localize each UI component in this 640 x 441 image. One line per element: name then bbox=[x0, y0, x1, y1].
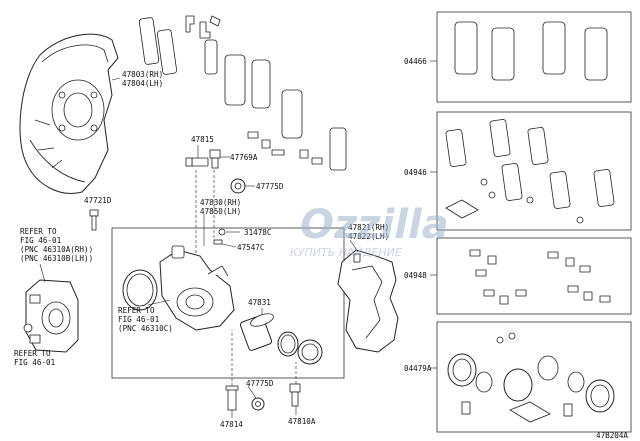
label-47547C: 47547C bbox=[237, 243, 264, 252]
dust-cap-31478C[interactable] bbox=[218, 228, 226, 236]
kit-box-04466 bbox=[436, 11, 632, 103]
label-kit-04479A: 04479A bbox=[404, 364, 432, 373]
caliper-assembly-left[interactable] bbox=[23, 279, 79, 353]
label-31478C: 31478C bbox=[244, 228, 271, 237]
bolt-47810A[interactable] bbox=[289, 383, 301, 407]
bushing-47547C[interactable] bbox=[213, 239, 223, 245]
label-47775D-bottom: 47775D bbox=[246, 379, 274, 388]
caliper-cylinder-body[interactable] bbox=[159, 245, 235, 331]
label-47810A: 47810A bbox=[288, 417, 316, 426]
label-47815: 47815 bbox=[191, 135, 214, 144]
piston-seal-ring[interactable] bbox=[122, 269, 158, 311]
label-47831: 47831 bbox=[248, 298, 271, 307]
kit-box-04948 bbox=[436, 237, 632, 315]
label-47814: 47814 bbox=[220, 420, 243, 429]
refer-left-label: REFER TO FIG 46-01 (PNC 46310A(RH)) (PNC… bbox=[20, 227, 98, 263]
kit-box-04479A bbox=[436, 321, 632, 433]
pad-shims-kit-04946[interactable] bbox=[445, 119, 615, 224]
piston-seal-47831a[interactable] bbox=[277, 331, 299, 357]
bolt-47721D[interactable] bbox=[89, 209, 99, 231]
caliper-mounting-bracket[interactable] bbox=[337, 249, 399, 353]
refer-mid-label: REFER TO FIG 46-01 (PNC 46310C) bbox=[118, 306, 173, 333]
pad-support-plates-kit-04948[interactable] bbox=[469, 249, 611, 305]
cap-47775D-bottom[interactable] bbox=[251, 397, 265, 411]
label-47775D-top: 47775D bbox=[256, 182, 284, 191]
refer-bottom-label: REFER TO FIG 46-01 bbox=[14, 349, 56, 367]
piston-boot-47831b[interactable] bbox=[297, 339, 323, 365]
dust-shield[interactable] bbox=[19, 33, 119, 194]
label-47821: 47821(RH) 47822(LH) bbox=[348, 223, 394, 241]
label-kit-04946: 04946 bbox=[404, 168, 427, 177]
bleeder-screw-47769A[interactable] bbox=[209, 149, 221, 169]
kit-box-04946 bbox=[436, 111, 632, 231]
caliper-group-frame bbox=[111, 227, 345, 379]
label-kit-04948: 04948 bbox=[404, 271, 427, 280]
cylinder-kit-04479A[interactable] bbox=[447, 332, 615, 423]
brake-pads-kit-04466[interactable] bbox=[454, 21, 608, 81]
shield-part-label: 47803(RH) 47804(LH) bbox=[122, 70, 168, 88]
label-kit-04466: 04466 bbox=[404, 57, 427, 66]
pad-shim-pieces-top[interactable] bbox=[138, 15, 347, 171]
slide-pin-47814[interactable] bbox=[225, 385, 239, 411]
label-47721D: 47721D bbox=[84, 196, 112, 205]
watermark-subtitle: КУПИТЬ НАЙДЕНИЕ bbox=[290, 246, 402, 259]
bleeder-plug-47815[interactable] bbox=[185, 157, 209, 167]
diagram-id: 47B204A bbox=[596, 431, 628, 440]
watermark-logo: Ozzilla bbox=[300, 202, 449, 248]
label-47830: 47830(RH) 47850(LH) bbox=[200, 198, 246, 216]
piston-47831[interactable] bbox=[239, 311, 275, 351]
label-47769A: 47769A bbox=[230, 153, 258, 162]
cap-47775D-top[interactable] bbox=[230, 178, 246, 194]
